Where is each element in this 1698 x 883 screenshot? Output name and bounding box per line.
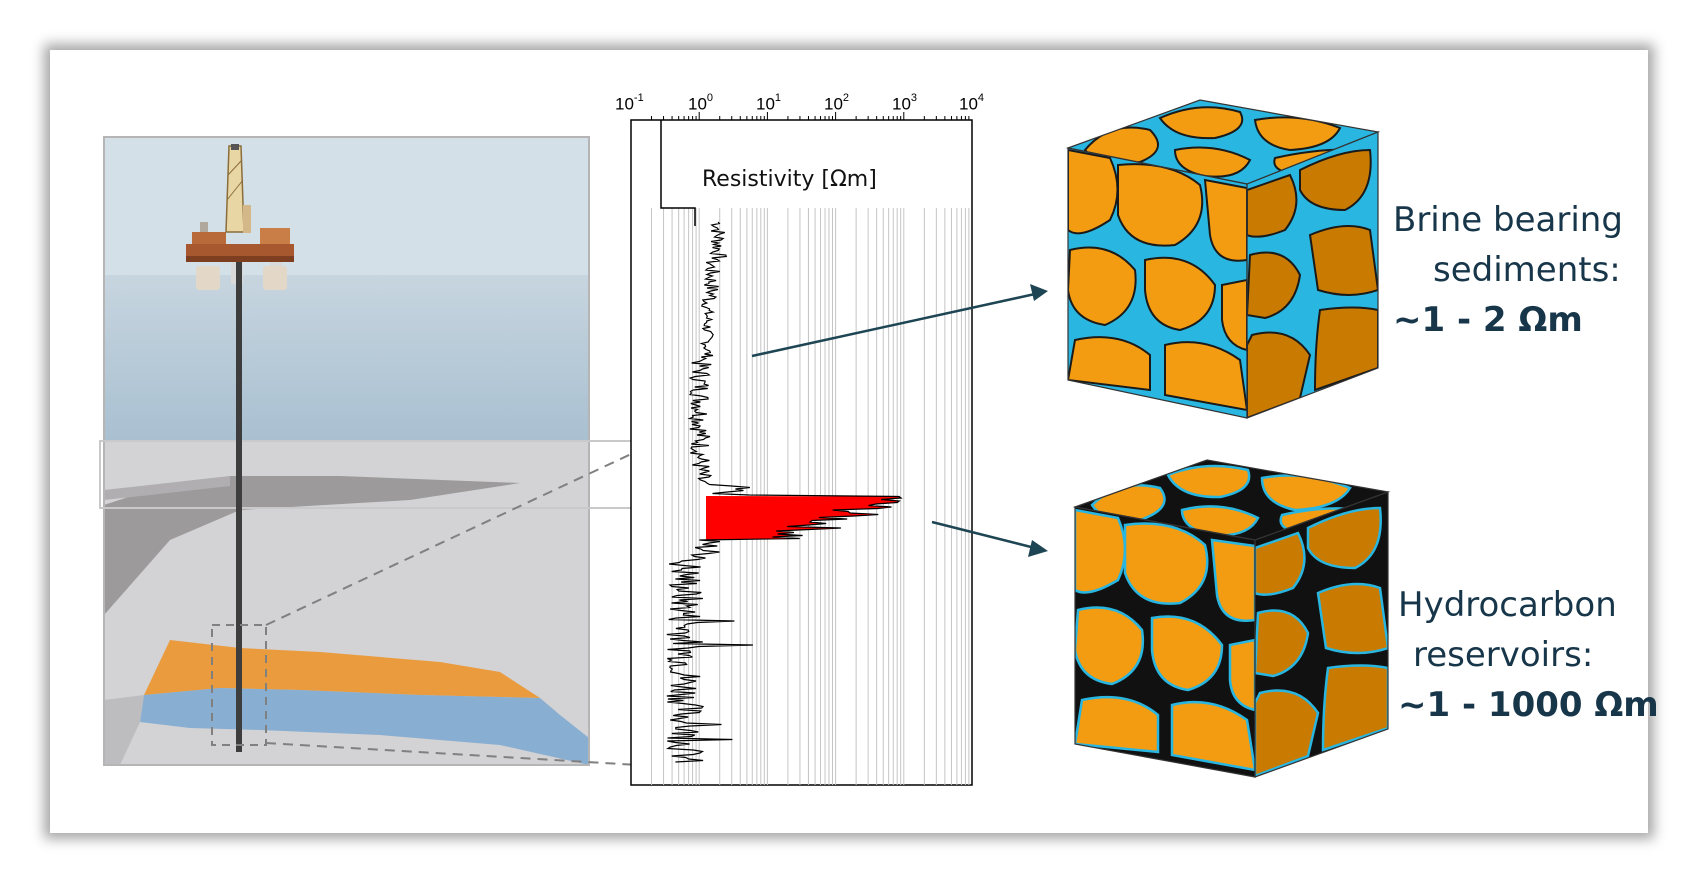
brine-label: Brine bearing sediments: ~1 - 2 Ωm xyxy=(1393,195,1623,345)
tick-label-6: 104 xyxy=(959,92,985,114)
arrow-hydrocarbon xyxy=(931,520,1036,550)
brine-label-value: ~1 - 2 Ωm xyxy=(1393,300,1583,340)
hydrocarbon-cube xyxy=(1072,459,1391,778)
arrow-brine xyxy=(751,292,1036,358)
lower-layer xyxy=(104,695,144,765)
brine-label-line1: Brine bearing xyxy=(1393,200,1623,240)
sky xyxy=(104,137,589,275)
brine-layer xyxy=(140,688,589,765)
resistivity-trace xyxy=(665,221,903,763)
wellbore xyxy=(236,262,242,752)
reservoir-layer xyxy=(144,640,540,698)
log-frame xyxy=(630,119,973,786)
zoom-guide-top xyxy=(265,447,645,626)
log-header-step xyxy=(660,120,696,226)
arrow-hydrocarbon-head xyxy=(1028,540,1048,557)
shale-light xyxy=(104,476,230,500)
hydrocarbon-label-line1: Hydrocarbon xyxy=(1398,585,1617,625)
tick-label-5: 103 xyxy=(892,92,918,114)
zoom-guide-bottom xyxy=(265,742,639,766)
tick-label-2: 100 xyxy=(688,92,714,114)
brine-cube xyxy=(1065,99,1381,419)
section-border xyxy=(103,136,590,766)
hydrocarbon-label: Hydrocarbon reservoirs: ~1 - 1000 Ωm xyxy=(1398,580,1659,730)
oil-rig xyxy=(186,144,294,290)
resistivity-log xyxy=(630,112,973,786)
brine-label-line2: sediments: xyxy=(1433,250,1621,290)
hydrocarbon-highlight xyxy=(706,496,902,540)
shale-layer xyxy=(104,476,520,615)
chart-title: Resistivity [Ωm] xyxy=(702,167,877,192)
tick-label-4: 102 xyxy=(824,92,850,114)
cross-section xyxy=(99,136,831,766)
tick-label-1: 10-1 xyxy=(615,92,644,114)
tick-label-3: 101 xyxy=(756,92,782,114)
hydrocarbon-label-line2: reservoirs: xyxy=(1413,635,1594,675)
wellbore-zoom-box xyxy=(211,624,267,746)
sea xyxy=(104,275,589,440)
arrows xyxy=(751,284,1048,557)
arrow-brine-head xyxy=(1030,284,1048,301)
hydrocarbon-label-value: ~1 - 1000 Ωm xyxy=(1398,685,1659,725)
log-ticks xyxy=(651,112,970,120)
